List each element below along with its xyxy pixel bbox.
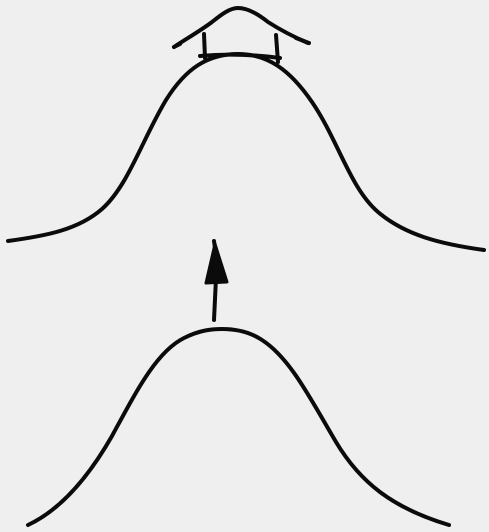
arrow-shaft: [214, 278, 216, 320]
lower-bell-curve: [28, 329, 449, 525]
upward-arrow: [206, 241, 227, 320]
structure-left-eave: [174, 44, 180, 47]
structure-roof: [174, 8, 308, 47]
arrow-head: [206, 244, 227, 283]
structure-on-peak: [174, 8, 309, 62]
arrow-top-stub: [214, 241, 215, 248]
structure-right-eave: [296, 38, 309, 43]
upper-bell-curve: [8, 54, 484, 250]
